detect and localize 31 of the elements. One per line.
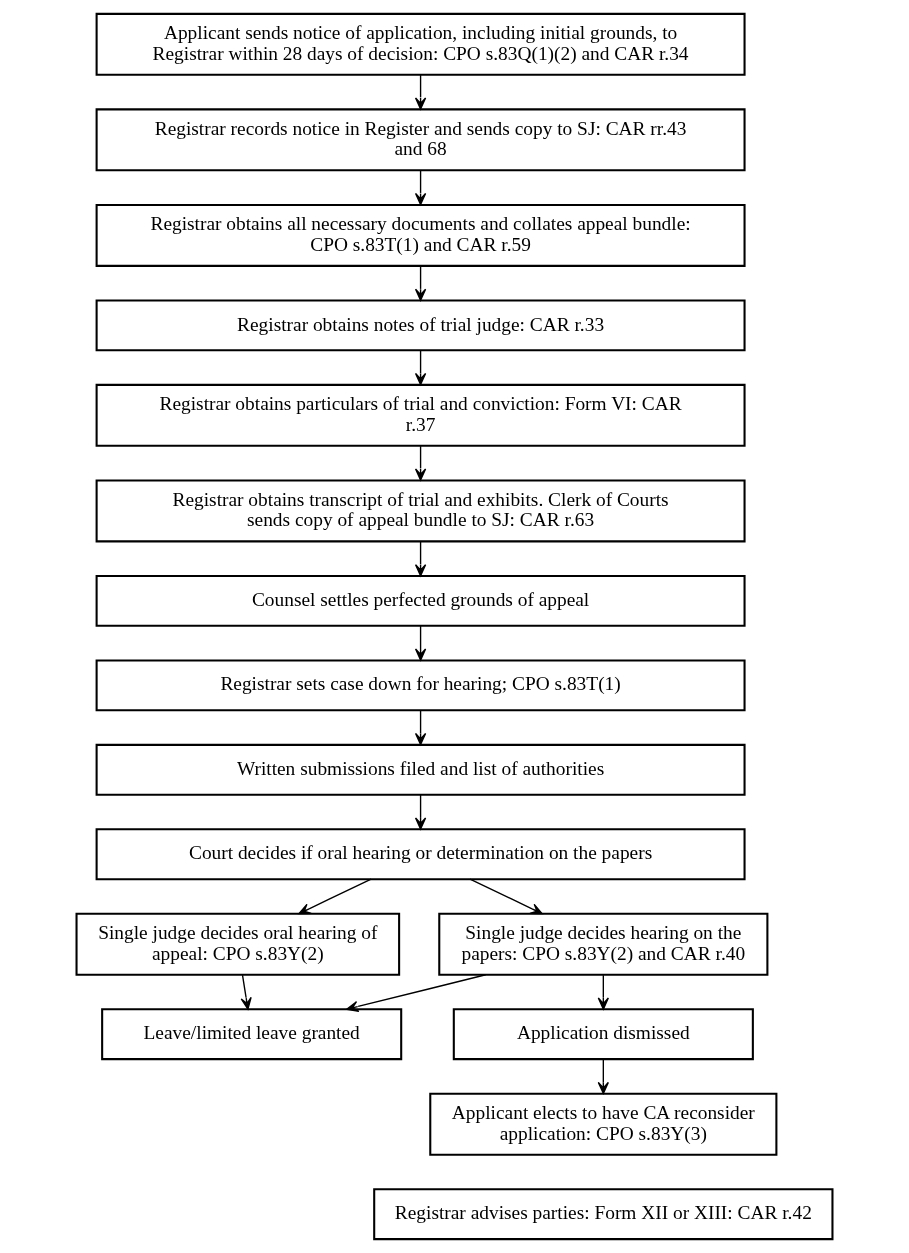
arrow	[414, 709, 427, 746]
node-box: Single judge decides hearing on the papers: CPO s.83Y(2) and CAR r.40	[438, 912, 769, 976]
node-box: Registrar obtains transcript of trial and exhibits. Clerk of Courts sends copy of appeal bundle to SJ: CAR r.63	[95, 479, 746, 543]
arrow	[469, 878, 543, 915]
node-box: Written submissions filed and list of authorities	[95, 743, 746, 796]
arrow	[414, 74, 427, 110]
arrow	[240, 974, 252, 1010]
node-box: Single judge decides oral hearing of appeal: CPO s.83Y(2)	[75, 912, 401, 976]
node-box: Counsel settles perfected grounds of appeal	[95, 574, 746, 627]
arrow	[414, 625, 427, 661]
arrow	[597, 1058, 609, 1095]
node-box: Registrar obtains all necessary documents and collates appeal bundle: CPO s.83T(1) and CAR r.59	[95, 203, 746, 267]
node-box: Court decides if oral hearing or determination on the papers	[95, 828, 746, 881]
arrow	[414, 349, 427, 386]
arrow	[414, 265, 427, 301]
arrow	[298, 878, 372, 915]
arrow	[414, 445, 427, 481]
node-box: Registrar advises parties: Form XII or XIII: CAR r.42	[373, 1188, 834, 1241]
node-box: Registrar obtains particulars of trial and conviction: Form VI: CAR r.37	[95, 383, 746, 447]
node-box: Registrar records notice in Register and sends copy to SJ: CAR rr.43 and 68	[95, 108, 746, 172]
arrow	[414, 794, 427, 830]
node-box: Registrar sets case down for hearing; CPO s.83T(1)	[95, 659, 746, 712]
node-box: Registrar obtains notes of trial judge: CAR r.33	[95, 299, 746, 352]
node-box: Leave/limited leave granted	[101, 1008, 403, 1061]
arrow	[414, 169, 427, 206]
arrow	[597, 974, 609, 1010]
arrow	[414, 541, 427, 577]
node-box: Applicant sends notice of application, including initial grounds, to Registrar within 28 days of decision: CPO s.83Q(1)(2) and CAR r.34	[95, 12, 746, 76]
node-box: Application dismissed	[452, 1008, 754, 1061]
node-box: Applicant elects to have CA reconsider application: CPO s.83Y(3)	[429, 1092, 778, 1156]
arrow	[346, 974, 487, 1013]
